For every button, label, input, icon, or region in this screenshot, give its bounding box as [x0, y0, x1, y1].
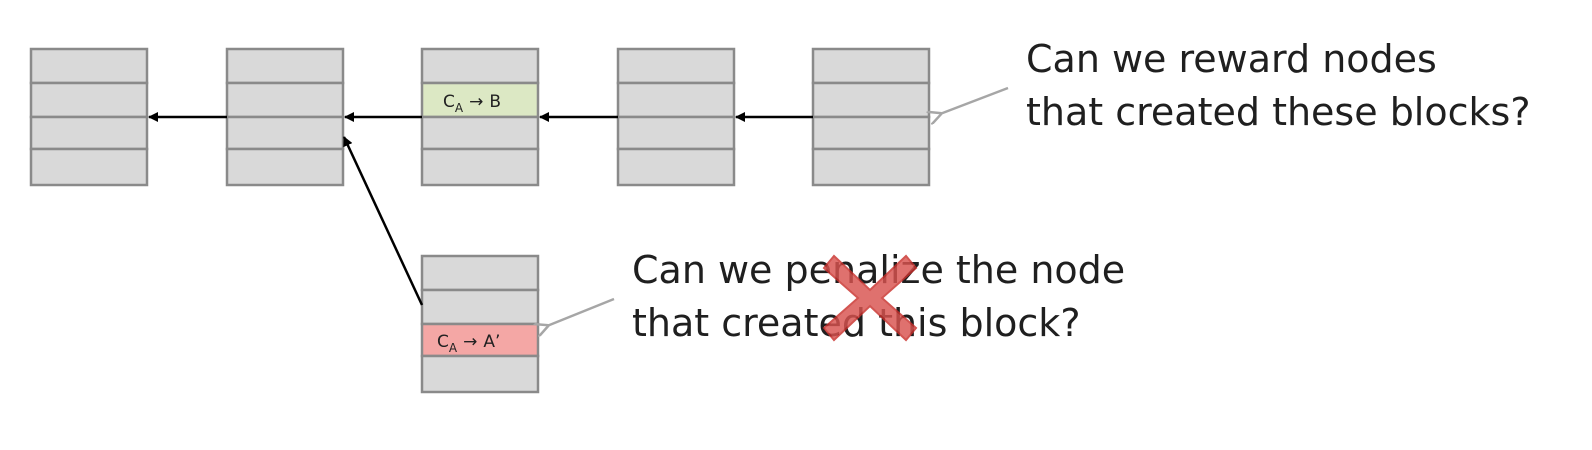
cross-icon: [822, 254, 918, 342]
reward-question-line-1: Can we reward nodes: [1026, 37, 1437, 81]
double-spend-transaction-label: CA→A’: [437, 332, 500, 355]
valid-transaction-row: [420, 81, 540, 119]
pointer-arrow-icon: [547, 297, 615, 326]
block-3: CA→B: [420, 47, 540, 187]
block-5: [811, 47, 931, 187]
reward-question: Can we reward nodes that created these b…: [1026, 33, 1530, 139]
block-2: [225, 47, 345, 187]
valid-transaction-label: CA→B: [443, 92, 501, 115]
fork-link-arrow-icon: [342, 136, 424, 306]
block-1: [29, 47, 149, 187]
block-4: [616, 47, 736, 187]
fork-block: CA→A’: [420, 254, 540, 394]
pointer-arrow-icon: [940, 86, 1009, 114]
reward-question-line-2: that created these blocks?: [1026, 90, 1531, 134]
